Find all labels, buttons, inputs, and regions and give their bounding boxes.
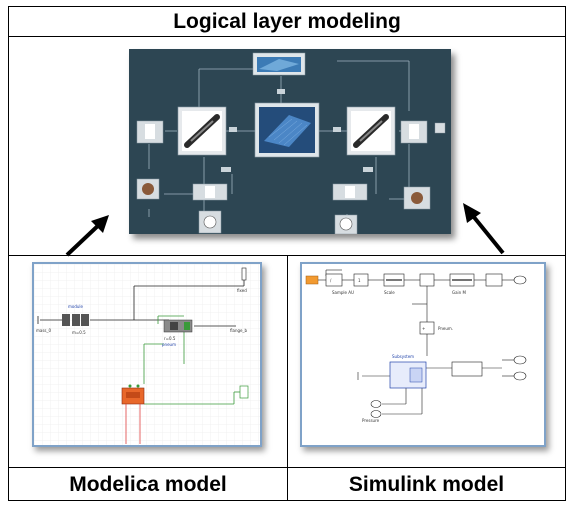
- simulink-model-screenshot: / 1 Sample AU Scale Gain M + Pneum.: [300, 262, 546, 447]
- svg-text:Gain M: Gain M: [452, 290, 466, 295]
- simulink-panel: / 1 Sample AU Scale Gain M + Pneum.: [288, 256, 565, 467]
- logical-layer-screenshot: [129, 49, 451, 234]
- arrow-up-right-icon: [65, 215, 109, 257]
- svg-text:Scale: Scale: [384, 290, 395, 295]
- simulink-caption: Simulink model: [348, 473, 505, 496]
- svg-text:Pressure: Pressure: [362, 418, 380, 423]
- modelica-diagram: module m=0.5 mass_0 fixed r=0.5 pneum fl…: [34, 264, 260, 445]
- figure-table: Logical layer modeling: [8, 6, 566, 501]
- svg-text:Sample AU: Sample AU: [332, 290, 354, 295]
- svg-text:m=0.5: m=0.5: [72, 330, 86, 335]
- figure-title: Logical layer modeling: [9, 7, 565, 37]
- svg-text:Subsystem: Subsystem: [392, 354, 414, 359]
- svg-text:module: module: [68, 304, 84, 309]
- svg-text:fixed: fixed: [237, 288, 247, 293]
- caption-divider: [9, 467, 565, 468]
- svg-text:pneum: pneum: [162, 342, 176, 347]
- svg-text:flange_b: flange_b: [230, 328, 248, 333]
- modelica-caption: Modelica model: [69, 473, 227, 496]
- logical-layer-diagram: [136, 52, 446, 234]
- modelica-panel: module m=0.5 mass_0 fixed r=0.5 pneum fl…: [9, 256, 287, 467]
- svg-text:Pneum.: Pneum.: [438, 326, 453, 331]
- column-divider: [287, 256, 288, 501]
- arrow-up-left-icon: [463, 203, 505, 255]
- svg-text:/: /: [330, 278, 332, 283]
- simulink-diagram: / 1 Sample AU Scale Gain M + Pneum.: [305, 269, 527, 423]
- logical-layer-panel: [9, 37, 565, 256]
- modelica-model-screenshot: module m=0.5 mass_0 fixed r=0.5 pneum fl…: [32, 262, 262, 447]
- svg-text:mass_0: mass_0: [36, 328, 52, 333]
- svg-text:+: +: [422, 326, 425, 331]
- svg-text:r=0.5: r=0.5: [164, 336, 176, 341]
- svg-text:1: 1: [358, 278, 361, 283]
